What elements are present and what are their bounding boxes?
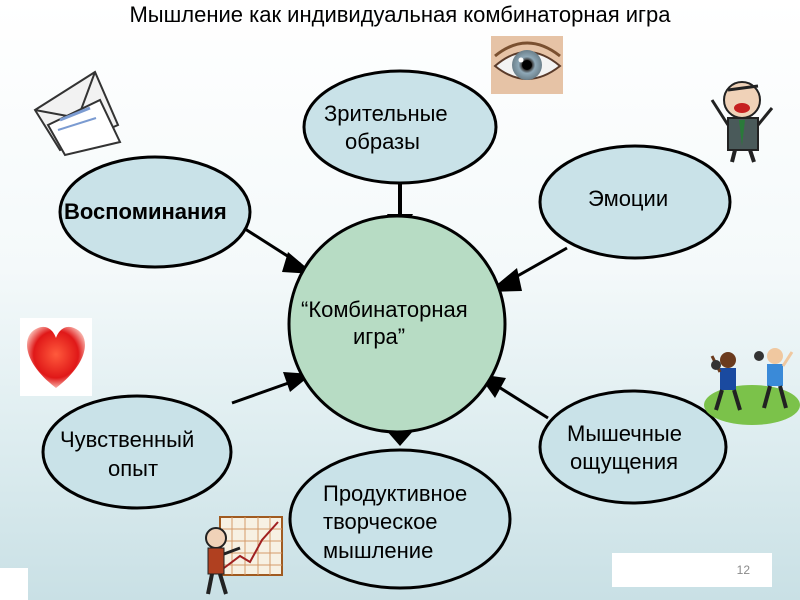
svg-text:Зрительные: Зрительные <box>324 101 448 126</box>
svg-text:Воспоминания: Воспоминания <box>64 199 227 224</box>
exercise-people-icon <box>704 348 800 425</box>
svg-text:Эмоции: Эмоции <box>588 186 668 211</box>
svg-text:образы: образы <box>345 129 420 154</box>
node-center-combinatorial-game: “Комбинаторная игра” <box>287 214 507 434</box>
svg-text:“Комбинаторная: “Комбинаторная <box>301 297 468 322</box>
svg-text:мышление: мышление <box>323 538 433 563</box>
eye-icon <box>491 36 563 94</box>
svg-text:игра”: игра” <box>353 324 405 349</box>
node-productive-thinking: Продуктивное творческое мышление <box>288 448 512 590</box>
heart-icon <box>20 318 92 396</box>
chart-presenter-icon <box>205 516 283 595</box>
svg-text:Чувственный: Чувственный <box>60 427 194 452</box>
arrow-sensory-to-center <box>231 372 312 405</box>
node-memories: Воспоминания <box>58 155 252 269</box>
node-sensory-experience: Чувственный опыт <box>41 394 233 510</box>
corner-placeholder <box>0 568 28 600</box>
arrow-memories-to-center <box>241 225 314 274</box>
envelope-icon <box>33 70 122 157</box>
slide-title: Мышление как индивидуальная комбинаторна… <box>129 2 671 27</box>
svg-text:Продуктивное: Продуктивное <box>323 481 467 506</box>
page-number: 12 <box>736 563 750 577</box>
page-number-box: 12 <box>612 553 772 587</box>
node-emotions: Эмоции <box>538 144 732 260</box>
node-muscle-sensations: Мышечные ощущения <box>538 389 728 505</box>
svg-text:опыт: опыт <box>108 456 158 481</box>
svg-text:Мышечные: Мышечные <box>567 421 682 446</box>
angry-man-icon <box>710 81 774 163</box>
arrow-emotions-to-center <box>488 246 568 292</box>
svg-text:ощущения: ощущения <box>570 449 678 474</box>
node-visual-images: Зрительные образы <box>302 69 498 185</box>
svg-text:творческое: творческое <box>323 509 438 534</box>
